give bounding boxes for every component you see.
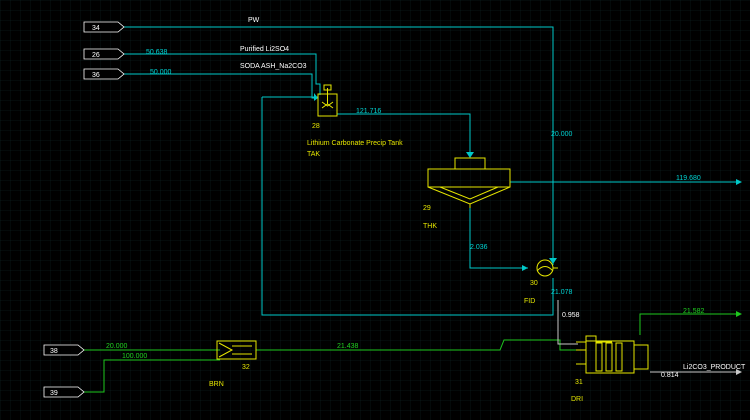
arrow-head [466,152,474,158]
unit-tag: THK [423,223,437,230]
unit-tag: TAK [307,151,320,158]
burner-box [216,340,257,360]
stream-pw-value: 20.000 [551,131,573,138]
unit-id: 28 [312,123,320,130]
unit-thickener[interactable] [427,157,511,208]
arrow-head [549,258,557,264]
stream-li2so4-value: 50.638 [146,49,168,56]
arrow-head [522,265,528,271]
stream-soda-ash-value: 50.000 [150,69,172,76]
unit-id: 31 [575,379,583,386]
unit-tag: BRN [209,381,224,388]
arrow-head [314,93,318,101]
dryer-discharge-hood [633,344,649,370]
feed-tag-34[interactable]: 34 [83,21,125,33]
arrow-head [736,311,742,317]
unit-id: 30 [530,280,538,287]
arrow-head [736,369,742,375]
stream-pw-line[interactable] [124,26,554,265]
feed-tag-38[interactable]: 38 [43,344,85,356]
feed-label: 39 [50,390,58,397]
agitator-blades [321,101,334,109]
dryer-burner-inlet [576,349,586,365]
unit-precip-tank[interactable] [317,84,338,117]
dryer-feed-end [576,335,612,343]
stream-top-out-value: 21.582 [683,308,705,315]
stream-38-value: 20.000 [106,343,128,350]
stream-pw-label: PW [248,17,260,24]
stream-tank-out-line[interactable] [337,113,471,158]
stream-dryer-feed-line[interactable] [557,300,578,345]
unit-filter[interactable] [536,259,558,277]
dryer-ring [605,342,613,372]
stream-soda-ash-label: SODA ASH_Na2CO3 [240,63,307,70]
unit-tag: DRI [571,396,583,403]
agitator-motor [323,84,332,91]
feed-tag-36[interactable]: 36 [83,68,125,80]
stream-tank-out-value: 121.716 [356,108,381,115]
stream-overflow-value: 119.680 [676,175,701,182]
stream-dryer-feed-value: 0.958 [562,312,580,319]
dryer-ring [595,342,603,372]
stream-underflow-value: 2.036 [470,244,488,251]
feed-label: 38 [50,348,58,355]
thickener-tank [427,168,511,188]
feed-tag-39[interactable]: 39 [43,386,85,398]
stream-underflow-line[interactable] [469,208,528,269]
filter-cake [536,266,554,272]
feed-label: 36 [92,72,100,79]
stream-product-label: Li2CO3_PRODUCT [683,364,746,371]
unit-id: 32 [242,364,250,371]
stream-li2so4-label: Purified Li2SO4 [240,46,289,53]
dryer-ring [615,342,623,372]
feed-tag-26[interactable]: 26 [83,48,125,60]
unit-burner[interactable] [216,340,257,360]
stream-filter-out-value: 21.078 [551,289,573,296]
unit-rotary-dryer[interactable] [576,335,649,374]
stream-burner-out-line[interactable] [256,339,578,351]
unit-name: Lithium Carbonate Precip Tank [307,140,403,147]
unit-tag: FID [524,298,535,305]
stream-top-out-line[interactable] [639,313,738,335]
burner-duct [232,345,252,355]
stream-li2so4-line[interactable] [124,53,321,95]
feed-label: 34 [92,25,100,32]
arrow-head [736,179,742,185]
thickener-rake [439,186,499,200]
stream-39-line[interactable] [84,359,220,393]
stream-39-value: 100.000 [122,353,147,360]
stream-burner-out-value: 21.438 [337,343,359,350]
feed-label: 26 [92,52,100,59]
burner-flame [218,342,234,358]
unit-id: 29 [423,205,431,212]
stream-product-value: 0.814 [661,372,679,379]
